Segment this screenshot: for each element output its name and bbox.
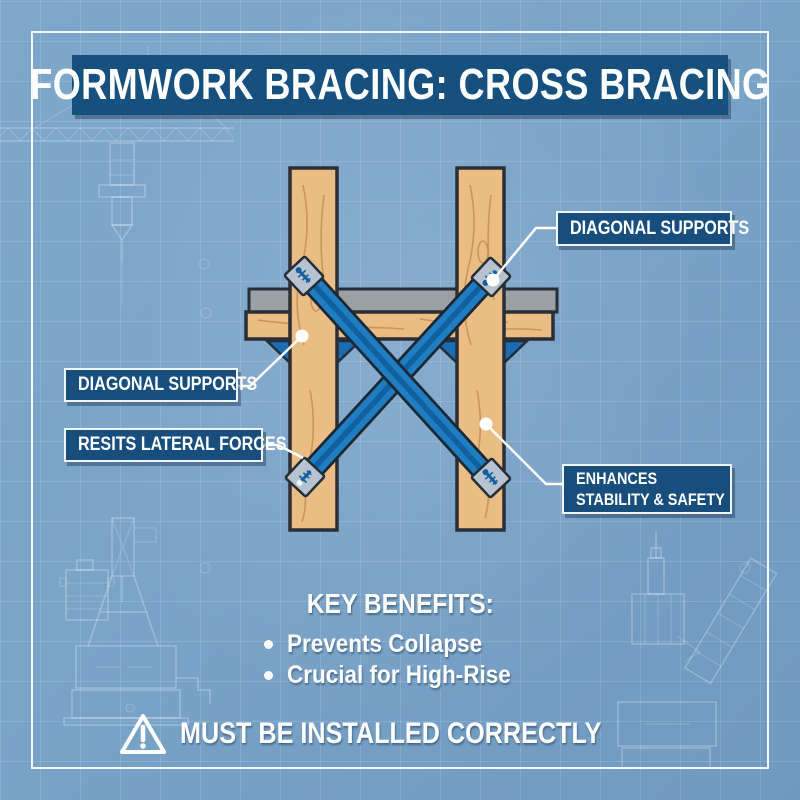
callout-dot xyxy=(486,273,500,287)
callout-label-line2: STABILITY & SAFETY xyxy=(576,490,725,509)
callout-label: DIAGONAL SUPPORTS xyxy=(78,374,258,395)
benefit-text: Crucial for High-Rise xyxy=(287,661,511,689)
callout-dot xyxy=(295,329,309,343)
key-benefits-list: Prevents Collapse Crucial for High-Rise xyxy=(264,629,536,691)
warning-triangle-icon xyxy=(120,714,167,754)
connection-plate-bottom-left xyxy=(284,456,326,498)
blueprint-border-frame xyxy=(31,31,769,769)
callout-diagonal-supports-right: DIAGONAL SUPPORTS xyxy=(556,211,749,246)
diagonal-brace-left xyxy=(294,265,501,489)
knee-gusset xyxy=(502,339,531,366)
list-item: Prevents Collapse xyxy=(264,629,536,660)
conveyor-machine-sketch xyxy=(617,532,778,769)
bullet-icon xyxy=(264,671,274,680)
list-item: Crucial for High-Rise xyxy=(264,660,536,691)
connection-plate-bottom-right xyxy=(470,457,512,499)
page-title: FORMWORK BRACING: CROSS BRACING xyxy=(29,60,771,109)
bullet-icon xyxy=(264,640,274,649)
callout-label: RESITS LATERAL FORCES xyxy=(78,434,287,455)
title-banner: FORMWORK BRACING: CROSS BRACING xyxy=(30,55,770,115)
key-benefits-section: KEY BENEFITS: Prevents Collapse Crucial … xyxy=(0,588,800,691)
callout-enhances-stability: ENHANCES STABILITY & SAFETY xyxy=(562,464,732,514)
connection-plate-top-left xyxy=(283,255,325,297)
callout-leader-lines xyxy=(237,226,562,486)
callout-diagonal-supports-left: DIAGONAL SUPPORTS xyxy=(64,368,257,402)
hoist-rig-sketch xyxy=(59,517,211,726)
warning-text: MUST BE INSTALLED CORRECTLY xyxy=(180,717,602,750)
callout-label: DIAGONAL SUPPORTS xyxy=(570,217,750,239)
callout-resists-lateral-forces: RESITS LATERAL FORCES xyxy=(64,428,286,462)
warning-row: MUST BE INSTALLED CORRECTLY xyxy=(0,712,800,756)
callout-dot xyxy=(479,417,493,431)
benefit-text: Prevents Collapse xyxy=(287,630,483,658)
key-benefits-heading: KEY BENEFITS: xyxy=(306,588,494,619)
callout-label-line1: ENHANCES xyxy=(576,469,658,488)
